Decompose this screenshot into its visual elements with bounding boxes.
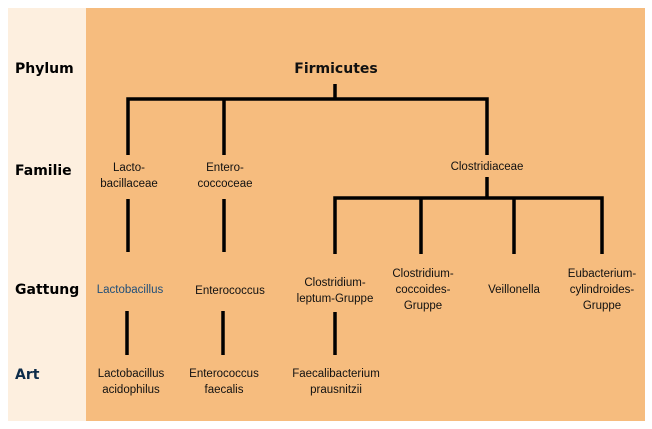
node-clostridium-leptum: Clostridium- leptum-Gruppe — [297, 275, 374, 307]
rank-familie: Familie — [15, 163, 72, 179]
node-lactobacillus-acidophilus: Lactobacillus acidophilus — [98, 366, 164, 398]
node-veillonella: Veillonella — [488, 284, 540, 296]
node-clostridiaceae: Clostridiaceae — [450, 161, 524, 173]
rank-gattung: Gattung — [15, 282, 80, 298]
node-line: bacillaceae — [100, 178, 158, 190]
node-line: Entero- — [206, 162, 244, 174]
node-line: Clostridium- — [304, 277, 366, 289]
node-clostridium-coccoides: Clostridium- coccoides- Gruppe — [392, 266, 453, 314]
node-line: leptum-Gruppe — [296, 293, 374, 305]
node-firmicutes: Firmicutes — [294, 61, 378, 77]
node-lactobacillus: Lactobacillus — [96, 284, 164, 296]
node-line: Enterococcus — [189, 368, 259, 380]
node-line: Gruppe — [403, 300, 443, 312]
node-line: faecalis — [204, 384, 244, 396]
rank-label-panel — [8, 8, 86, 421]
node-line: Lacto- — [113, 162, 145, 174]
connector-phylum-bar — [126, 97, 489, 155]
node-line: Eubacterium- — [567, 268, 637, 280]
node-line: Gruppe — [582, 300, 622, 312]
node-line: Lactobacillus — [97, 368, 165, 380]
node-faecalibacterium-prausnitzii: Faecalibacterium prausnitzii — [292, 366, 380, 398]
node-enterococcus-faecalis: Enterococcus faecalis — [189, 366, 259, 398]
node-line: coccoceae — [197, 178, 253, 190]
node-line: cylindroides- — [569, 284, 635, 296]
rank-phylum: Phylum — [15, 61, 74, 77]
tree-panel — [86, 8, 645, 421]
node-enterococcaceae: Entero- coccoceae — [198, 160, 253, 192]
node-line: acidophilus — [102, 384, 160, 396]
node-lactobacillaceae: Lacto- bacillaceae — [100, 160, 158, 192]
connector-clostridiaceae-bar — [333, 196, 604, 254]
node-line: prausnitzii — [310, 384, 362, 396]
node-line: coccoides- — [395, 284, 451, 296]
node-eubacterium-cylindroides: Eubacterium- cylindroides- Gruppe — [568, 266, 636, 314]
rank-art: Art — [15, 367, 40, 383]
node-line: Faecalibacterium — [292, 368, 380, 380]
node-line: Clostridium- — [392, 268, 454, 280]
node-enterococcus: Enterococcus — [195, 285, 265, 297]
